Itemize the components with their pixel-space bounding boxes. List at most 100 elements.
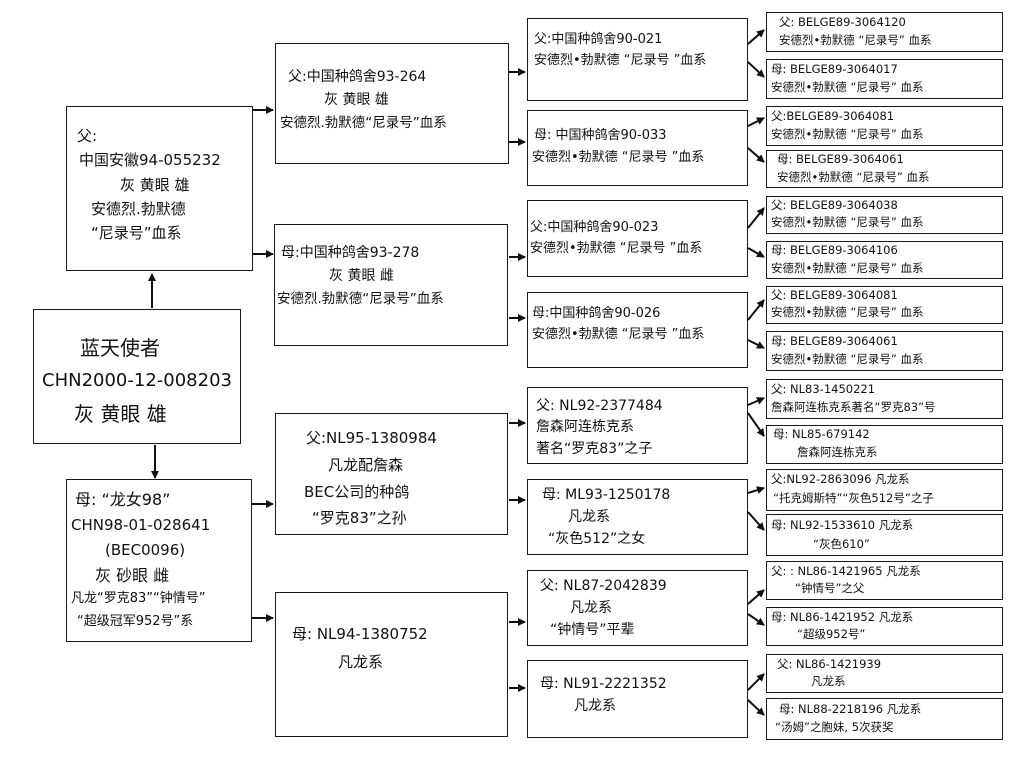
card-line: 灰 黄眼 雄: [120, 176, 190, 194]
pigeon-card-ddss: 父: : NL86-1421965 凡龙系 “钟情号”之父: [766, 561, 1003, 600]
card-line: 安德烈•勃默德 “尼录号” 血系: [771, 352, 924, 366]
card-line: “超级952号”: [797, 627, 866, 641]
pigeon-card-dddd: 母: NL88-2218196 凡龙系 “汤姆”之胞妹, 5次获奖: [766, 698, 1003, 740]
card-line: 父:NL92-2863096 凡龙系: [771, 472, 910, 486]
arrow-g4-9: [747, 397, 765, 406]
pigeon-card-dsss: 父: NL83-1450221 詹森阿连栋克系著名“罗克83”号: [766, 379, 1003, 419]
card-line: 母: 中国种鸽舍90-033: [534, 128, 667, 143]
pigeon-card-dssd: 母: NL85-679142 詹森阿连栋克系: [766, 425, 1003, 464]
arrow-g4-6: [747, 247, 765, 258]
root-ring: CHN2000-12-008203: [42, 370, 232, 391]
card-line: 灰 砂眼 雌: [95, 566, 170, 585]
card-line: 母:中国种鸽舍93-278: [281, 245, 420, 261]
card-line: 安德烈•勃默德 “尼录号” 血系: [771, 261, 924, 275]
card-line: 安德烈•勃默德 “尼录号 ”血系: [530, 241, 703, 256]
pigeon-card-sd: 母:中国种鸽舍93-278 灰 黄眼 雌 安德烈.勃默德“尼录号”血系: [274, 224, 508, 346]
card-line: “汤姆”之胞妹, 5次获奖: [775, 720, 894, 734]
card-line: 父:BELGE89-3064081: [771, 109, 895, 123]
pigeon-card-sddd: 母: BELGE89-3064061 安德烈•勃默德 “尼录号” 血系: [766, 331, 1003, 371]
card-line: 凡龙配詹森: [328, 456, 404, 474]
arrow-g4-15: [747, 673, 765, 691]
card-line: 父: BELGE89-3064120: [779, 15, 906, 29]
arrow-g4-7: [747, 299, 765, 321]
pigeon-card-ss: 父:中国种鸽舍93-264 灰 黄眼 雄 安德烈.勃默德“尼录号”血系: [275, 43, 509, 164]
card-line: 凡龙系: [574, 698, 616, 714]
card-line: 凡龙系: [568, 509, 610, 525]
pigeon-card-sss: 父:中国种鸽舍90-021 安德烈•勃默德 “尼录号 ”血系: [527, 18, 748, 101]
arrow-g4-13: [747, 589, 765, 605]
arrow-g4-8: [747, 339, 765, 349]
card-line: 灰 黄眼 雄: [324, 92, 389, 108]
pigeon-card-root: 蓝天使者 CHN2000-12-008203 灰 黄眼 雄: [33, 309, 241, 444]
arrow-g4-14: [747, 613, 765, 626]
card-line: 母: BELGE89-3064061: [777, 152, 904, 166]
card-line: 安德烈•勃默德 “尼录号 ”血系: [532, 327, 705, 342]
root-color: 灰 黄眼 雄: [74, 402, 167, 426]
card-line: 安德烈.勃默德“尼录号”血系: [277, 291, 444, 307]
card-line: 安德烈•勃默德 “尼录号” 血系: [771, 127, 924, 141]
card-line: 著名“罗克83”之子: [536, 441, 653, 457]
pigeon-card-ddsd: 母: NL86-1421952 凡龙系 “超级952号”: [766, 607, 1003, 646]
pigeon-card-ssds: 父:BELGE89-3064081 安德烈•勃默德 “尼录号” 血系: [766, 106, 1003, 146]
card-line: 安德烈.勃默德: [91, 200, 186, 218]
pigeon-card-dsd: 母: ML93-1250178 凡龙系 “灰色512”之女: [527, 479, 748, 555]
card-line: 母: NL85-679142: [773, 427, 870, 441]
pigeon-card-dds: 父: NL87-2042839 凡龙系 “钟情号”平辈: [527, 570, 748, 646]
card-line: 父:中国种鸽舍90-023: [530, 220, 659, 235]
arrow-g4-3: [747, 117, 765, 127]
card-line: 凡龙系: [570, 600, 612, 616]
card-line: 安德烈•勃默德 “尼录号 ”血系: [532, 150, 705, 165]
arrow-g4-11: [747, 486, 765, 494]
pigeon-card-sdd: 母:中国种鸽舍90-026 安德烈•勃默德 “尼录号 ”血系: [527, 292, 748, 368]
pigeon-card-dsds: 父:NL92-2863096 凡龙系 “托克姆斯特”“灰色512号”之子: [766, 469, 1003, 511]
card-line: 凡龙系: [811, 674, 846, 688]
card-line: BEC公司的种鸽: [304, 483, 410, 501]
card-line: 父: NL83-1450221: [771, 382, 876, 396]
card-line: 安德烈•勃默德 “尼录号” 血系: [771, 215, 924, 229]
card-line: 母: NL92-1533610 凡龙系: [771, 518, 914, 532]
card-line: “托克姆斯特”“灰色512号”之子: [773, 491, 934, 505]
card-line: 母: “龙女98”: [75, 490, 171, 509]
pigeon-card-sire: 父: 中国安徽94-055232 灰 黄眼 雄 安德烈.勃默德 “尼录号”血系: [66, 106, 253, 271]
card-line: 安德烈•勃默德 “尼录号” 血系: [779, 33, 932, 47]
card-line: 灰 黄眼 雌: [329, 268, 394, 284]
card-line: 母: NL86-1421952 凡龙系: [771, 610, 914, 624]
pigeon-card-sds: 父:中国种鸽舍90-023 安德烈•勃默德 “尼录号 ”血系: [527, 200, 748, 277]
pigeon-card-ssd: 母: 中国种鸽舍90-033 安德烈•勃默德 “尼录号 ”血系: [527, 110, 748, 186]
card-line: 詹森阿连栋克系著名“罗克83”号: [771, 400, 936, 414]
card-line: 父:中国种鸽舍90-021: [534, 32, 663, 47]
pigeon-card-ssss: 父: BELGE89-3064120 安德烈•勃默德 “尼录号” 血系: [766, 12, 1003, 52]
pigeon-card-ssdd: 母: BELGE89-3064061 安德烈•勃默德 “尼录号” 血系: [766, 150, 1003, 188]
arrow-g4-16: [747, 699, 765, 716]
pigeon-card-dd: 母: NL94-1380752 凡龙系: [275, 592, 508, 737]
card-line: 安德烈•勃默德 “尼录号” 血系: [771, 80, 924, 94]
card-line: 父: BELGE89-3064081: [771, 288, 898, 302]
card-line: 詹森阿连栋克系: [536, 419, 634, 435]
pigeon-card-ddd: 母: NL91-2221352 凡龙系: [527, 660, 748, 738]
card-line: 父:NL95-1380984: [306, 429, 437, 447]
card-line: 安德烈•勃默德 “尼录号 ”血系: [534, 53, 707, 68]
arrow-g4-5: [747, 207, 765, 229]
card-line: 凡龙系: [338, 653, 384, 671]
card-line: 父:中国种鸽舍93-264: [288, 69, 427, 85]
arrow-g4-1: [747, 29, 765, 45]
pigeon-card-sdsd: 母: BELGE89-3064106 安德烈•勃默德 “尼录号” 血系: [766, 241, 1003, 279]
card-line: 凡龙“罗克83”“钟情号”: [71, 591, 206, 606]
root-name: 蓝天使者: [80, 336, 160, 360]
card-line: “罗克83”之孙: [312, 509, 407, 527]
card-line: 詹森阿连栋克系: [797, 445, 878, 459]
pigeon-card-sdss: 父: BELGE89-3064038 安德烈•勃默德 “尼录号” 血系: [766, 196, 1003, 234]
arrow-g4-4: [747, 147, 765, 163]
pigeon-card-ddds: 父: NL86-1421939 凡龙系: [766, 654, 1003, 693]
arrow-g4-12: [747, 511, 765, 531]
card-line: 中国安徽94-055232: [79, 151, 221, 169]
arrow-g4-10: [747, 412, 765, 437]
card-line: 安德烈.勃默德“尼录号”血系: [280, 115, 447, 131]
card-line: 母: NL88-2218196 凡龙系: [779, 702, 922, 716]
card-line: 父: NL86-1421939: [777, 657, 882, 671]
card-line: 安德烈•勃默德 “尼录号” 血系: [771, 305, 924, 319]
card-line: (BEC0096): [105, 541, 186, 559]
card-line: “钟情号”平辈: [550, 622, 635, 638]
pigeon-card-dss: 父: NL92-2377484 詹森阿连栋克系 著名“罗克83”之子: [527, 387, 748, 464]
card-line: 父: : NL86-1421965 凡龙系: [771, 564, 921, 578]
